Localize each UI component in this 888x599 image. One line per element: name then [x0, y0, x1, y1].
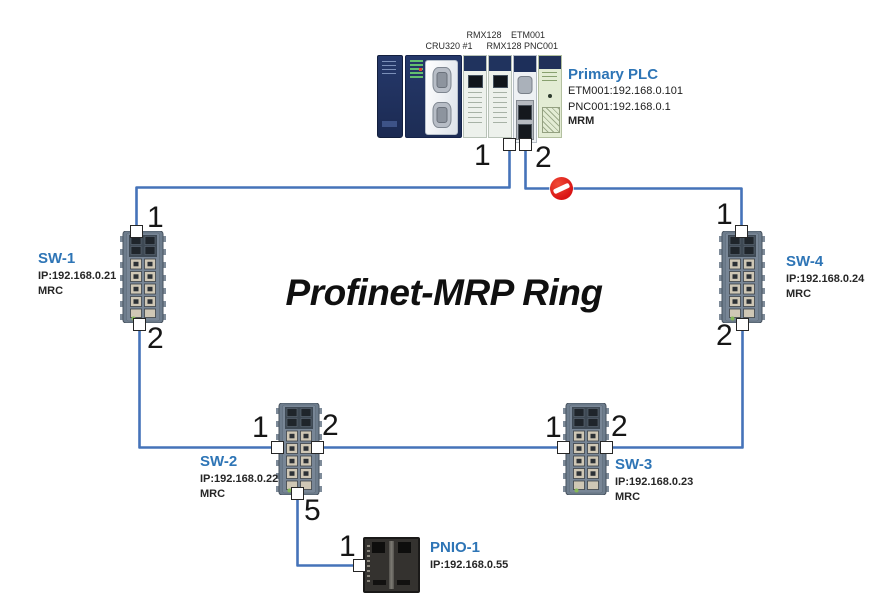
- sw4-port-1: [735, 225, 748, 238]
- sw3-port-1: [557, 441, 570, 454]
- sw4-label: SW-4 IP:192.168.0.24 MRC: [786, 253, 864, 301]
- sw2-port-1-label: 1: [252, 411, 269, 444]
- sw2-port-5: [291, 487, 304, 500]
- rj45-jack-icon: [518, 105, 532, 120]
- pnio-bottom-slot: [397, 580, 410, 585]
- sw4-mrp-role: MRC: [786, 287, 812, 300]
- sw3-port-2-label: 2: [611, 410, 628, 443]
- plc-port-1-label: 1: [474, 139, 491, 172]
- pnio-top-block: [398, 542, 411, 553]
- plc-mrp-role: MRM: [568, 114, 595, 127]
- plc-module-rmx128-b: [488, 55, 512, 138]
- sw2-port-1: [271, 441, 284, 454]
- switch-sw4: [719, 231, 765, 323]
- sw1-port-1: [130, 225, 143, 238]
- module-display: [468, 75, 483, 88]
- sw2-port-5-label: 5: [304, 494, 321, 527]
- sw3-ip: IP:192.168.0.23: [615, 476, 694, 489]
- plc-module-pnc001: [538, 55, 562, 138]
- sw3-port-2: [600, 441, 613, 454]
- pnio-center-seam: [389, 541, 394, 589]
- plc-module-caption: PNC001: [523, 41, 559, 51]
- no-entry-icon: [550, 177, 573, 200]
- sw2-ip: IP:192.168.0.22: [200, 473, 279, 486]
- plc-module-rmx128-a: [463, 55, 487, 138]
- sw1-mrp-role: MRC: [38, 284, 64, 297]
- plc-module-caption: CRU320 #1: [425, 41, 473, 51]
- led-block: [410, 60, 423, 80]
- sw1-port-1-label: 1: [147, 201, 164, 234]
- sw1-port-2-label: 2: [147, 322, 164, 355]
- link-sw2-pnio1: [296, 493, 360, 567]
- pnio-terminal-pins: [367, 545, 370, 585]
- sw2-label: SW-2 IP:192.168.0.22 MRC: [200, 453, 278, 501]
- ethernet-jacks: [516, 100, 534, 140]
- sw2-mrp-role: MRC: [200, 487, 226, 500]
- pnio1-port-1: [353, 559, 366, 572]
- link-sw3-sw4: [607, 324, 744, 449]
- pnio1-label: PNIO-1 IP:192.168.0.55: [430, 539, 508, 573]
- sw4-port-1-label: 1: [716, 198, 733, 231]
- plc-module-cru320: [405, 55, 462, 138]
- link-plc-sw4-blocked: [524, 145, 743, 232]
- sw1-name: SW-1: [38, 250, 76, 267]
- sw1-ip: IP:192.168.0.21: [38, 270, 117, 283]
- plc-pnc-ip: PNC001:192.168.0.1: [568, 100, 671, 113]
- plc-module-caption: ETM001: [510, 30, 546, 40]
- pnio1-port-1-label: 1: [339, 530, 356, 563]
- plc-port-2: [519, 138, 532, 151]
- pnio1-name: PNIO-1: [430, 539, 481, 556]
- rj45-jack-icon: [518, 124, 532, 139]
- sw2-name: SW-2: [200, 453, 238, 470]
- plc-port-1: [503, 138, 516, 151]
- sw1-label: SW-1 IP:192.168.0.21 MRC: [38, 250, 116, 298]
- sw4-name: SW-4: [786, 253, 824, 270]
- sw4-ip: IP:192.168.0.24: [786, 273, 865, 286]
- sw3-port-1-label: 1: [545, 411, 562, 444]
- serial-connector-icon: [432, 102, 451, 128]
- module-display: [493, 75, 508, 88]
- plc-module-etm001: [513, 55, 537, 143]
- plc-info: Primary PLC ETM001:192.168.0.101 PNC001:…: [568, 66, 683, 128]
- pnio-top-block: [372, 542, 385, 553]
- serial-connector-icon: [432, 67, 451, 93]
- link-plc-sw1: [135, 145, 511, 232]
- sw3-mrp-role: MRC: [615, 490, 641, 503]
- pnio1-ip: IP:192.168.0.55: [430, 559, 509, 572]
- sw3-name: SW-3: [615, 456, 653, 473]
- sw1-port-2: [133, 318, 146, 331]
- serial-connector-icon: [517, 76, 533, 94]
- plc-module-caption: RMX128: [466, 30, 502, 40]
- sw3-label: SW-3 IP:192.168.0.23 MRC: [615, 456, 693, 504]
- plc-module-power: [377, 55, 403, 138]
- sw4-port-2-label: 2: [716, 319, 733, 352]
- module-led: [548, 94, 552, 98]
- sw2-port-2: [311, 441, 324, 454]
- plc-name: Primary PLC: [568, 66, 659, 83]
- sw4-port-2: [736, 318, 749, 331]
- plc-etm-ip: ETM001:192.168.0.101: [568, 85, 683, 98]
- cru-front-panel: [425, 60, 458, 135]
- sw2-port-2-label: 2: [322, 409, 339, 442]
- switch-sw1: [120, 231, 166, 323]
- module-label-lines: [542, 72, 557, 84]
- plc-module-caption: RMX128: [486, 41, 522, 51]
- pnio1-device: [363, 537, 420, 593]
- link-sw1-sw2: [138, 324, 278, 449]
- pnio-bottom-slot: [373, 580, 386, 585]
- plc-rack: [377, 55, 564, 143]
- diagram-title: Profinet-MRP Ring: [285, 272, 603, 313]
- plc-port-2-label: 2: [535, 141, 552, 174]
